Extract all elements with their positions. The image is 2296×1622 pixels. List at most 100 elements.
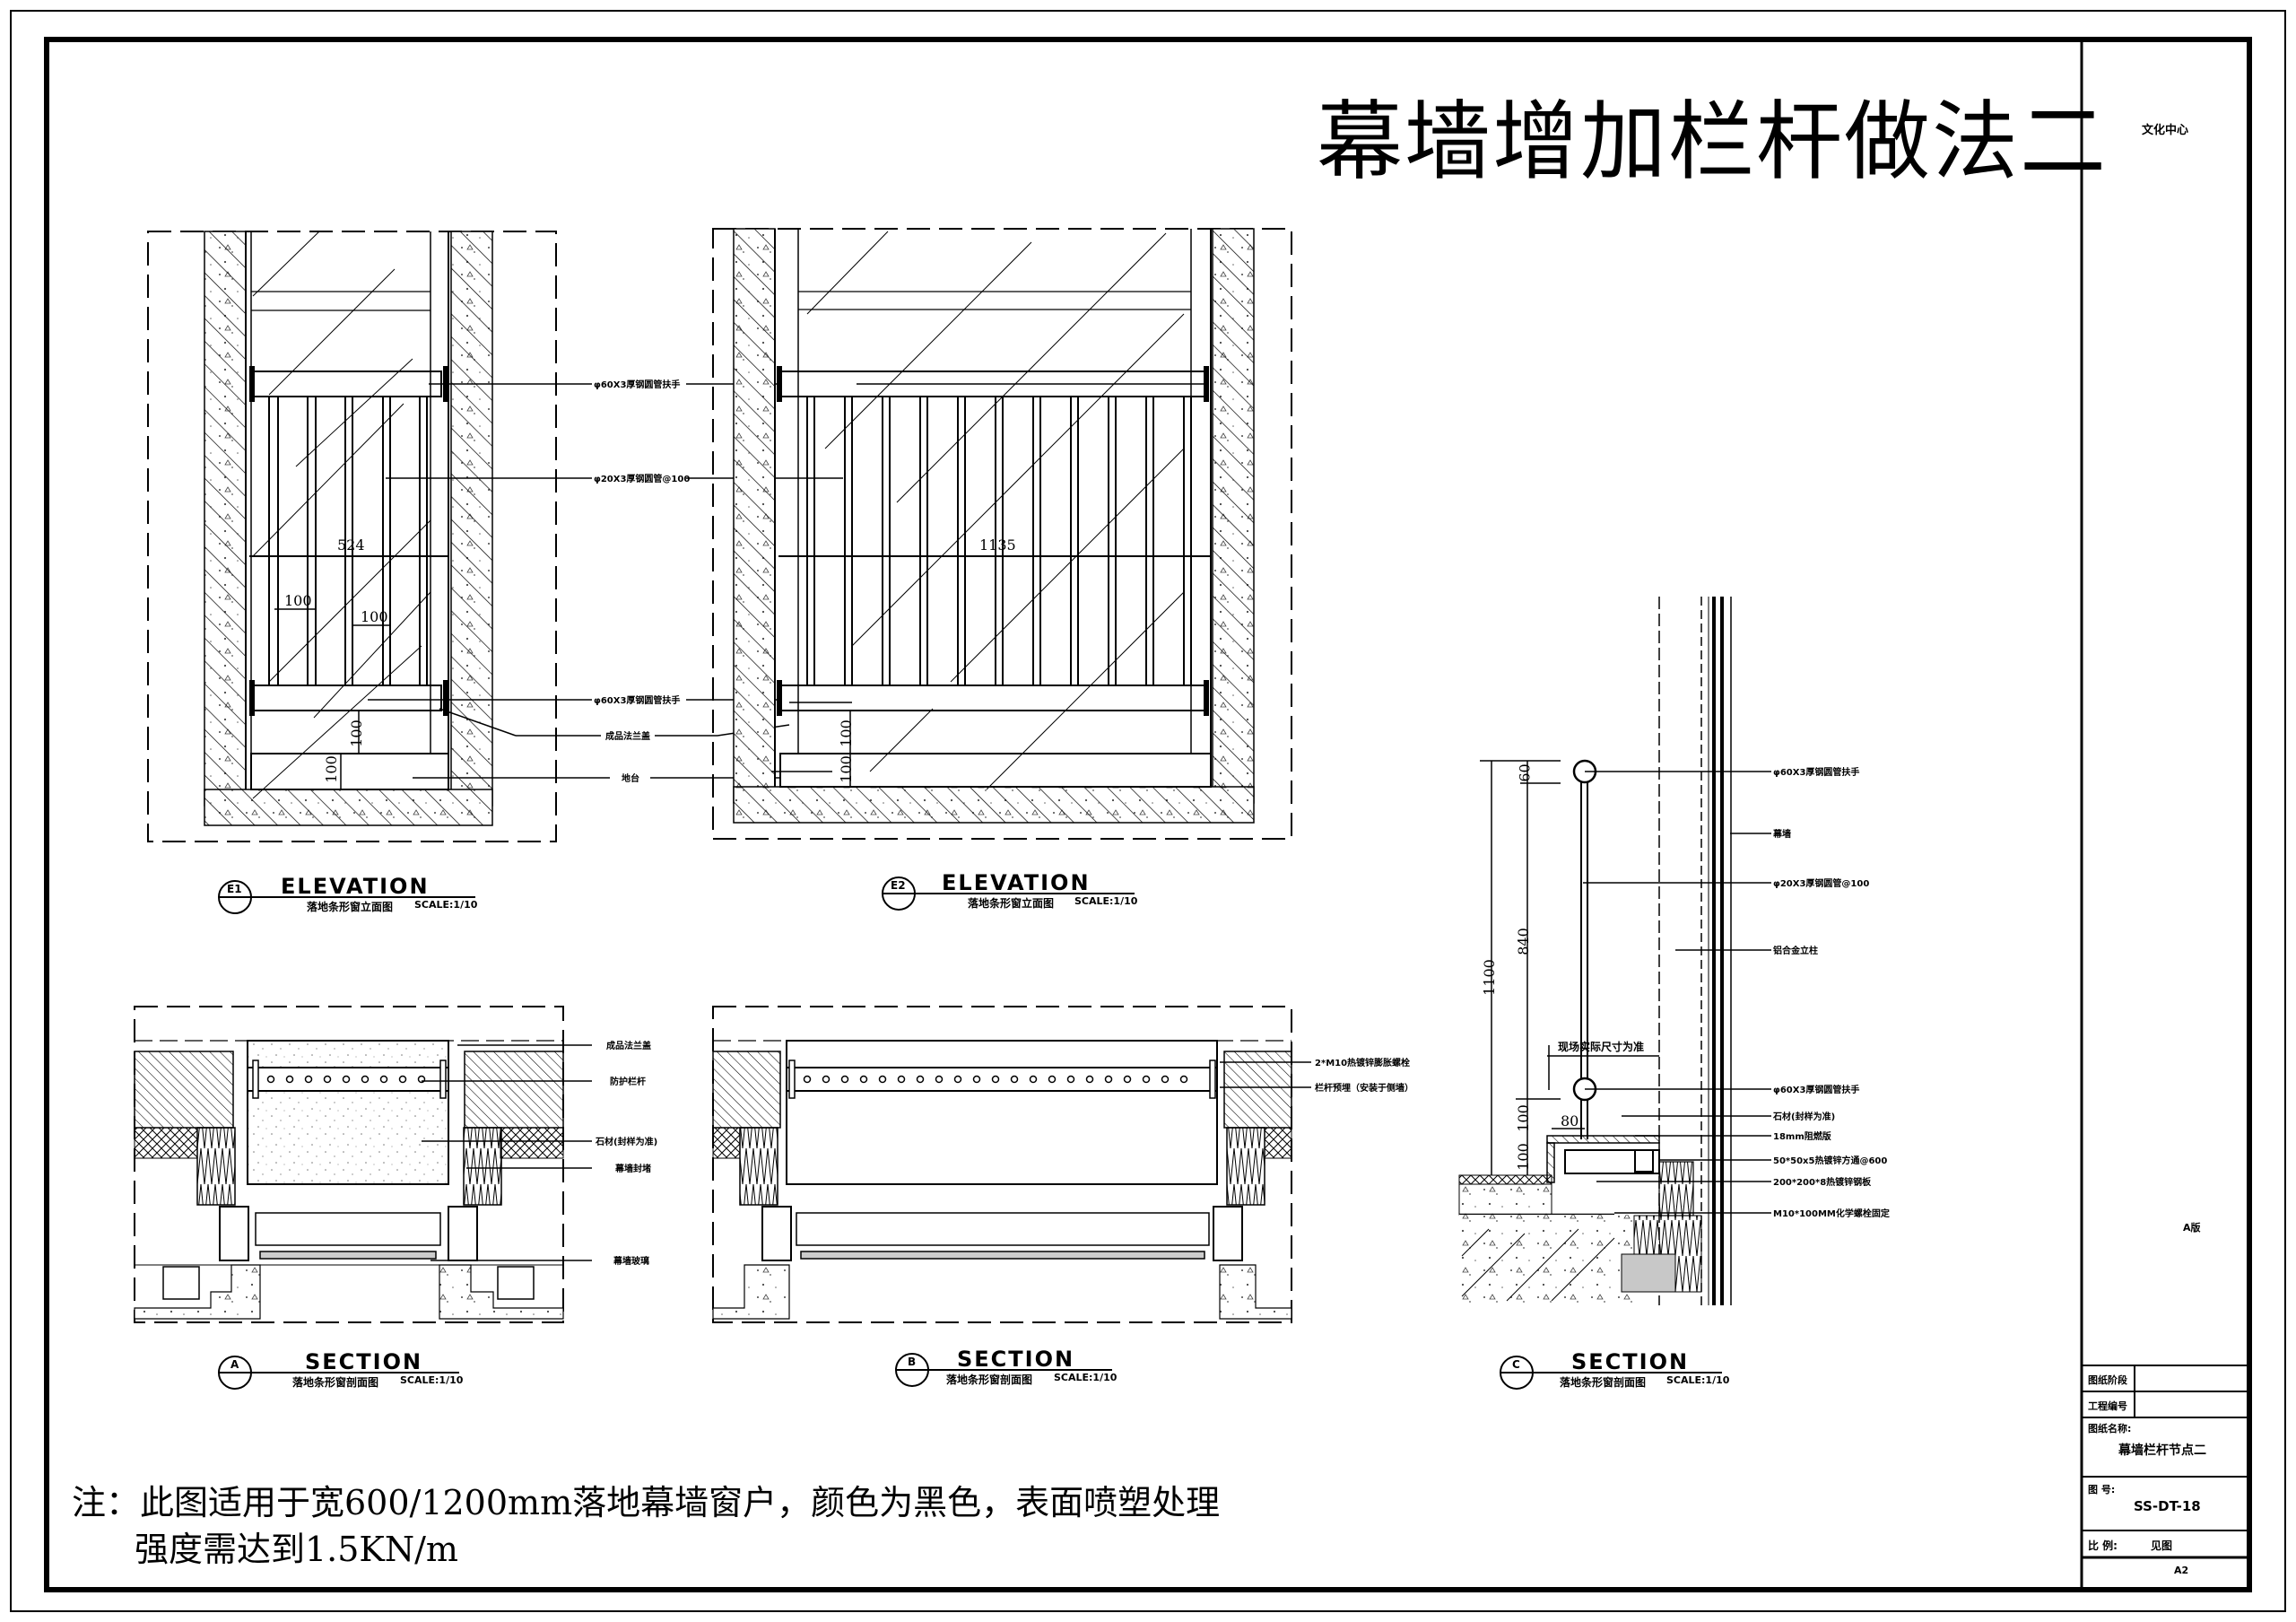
view-subtitle: 落地条形窗剖面图	[292, 1376, 379, 1389]
bolt-hole	[379, 1075, 388, 1084]
dim-e1-width: 524	[337, 536, 365, 554]
view-tag: A	[230, 1358, 239, 1371]
callout-c-handrail-top: φ60X3厚钢圆管扶手	[1773, 768, 1860, 778]
dim-e2-v-upper: 100	[837, 719, 855, 747]
bolt-hole	[285, 1075, 294, 1084]
bolt-hole	[972, 1075, 981, 1084]
note-line-2: 强度需达到1.5KN/m	[135, 1530, 458, 1569]
bolt-hole	[1123, 1075, 1132, 1084]
view-scale: SCALE:1/10	[400, 1374, 464, 1386]
dim-c-site-note: 现场实际尺寸为准	[1558, 1041, 1645, 1053]
callout-handrail-bottom: φ60X3厚钢圆管扶手	[594, 696, 681, 706]
dim-e2-width: 1135	[979, 536, 1016, 554]
bolt-hole	[1010, 1075, 1019, 1084]
callout-stone: 石材(封样为准)	[596, 1138, 658, 1147]
callout-c-alu-mullion: 铝合金立柱	[1773, 946, 1818, 956]
view-tags	[218, 876, 1722, 1390]
version-mark: A版	[2183, 1222, 2201, 1234]
callout-c-baluster: φ20X3厚钢圆管@100	[1773, 879, 1870, 889]
callout-embedded-rail: 栏杆预埋（安装于侧墙）	[1315, 1084, 1413, 1094]
drawing-no-value: SS-DT-18	[2134, 1498, 2201, 1514]
view-scale: SCALE:1/10	[1666, 1374, 1730, 1386]
outer-border	[10, 10, 2286, 1612]
bolt-hole	[361, 1075, 370, 1084]
callout-guardrail: 防护栏杆	[610, 1077, 646, 1087]
view-scale: SCALE:1/10	[1074, 895, 1138, 907]
section-a	[134, 1006, 592, 1323]
scale-value: 见图	[2151, 1539, 2173, 1552]
project-name: 文化中心	[2142, 124, 2189, 137]
view-subtitle: 落地条形窗立面图	[307, 901, 394, 913]
dim-e2-v-lower: 100	[837, 755, 855, 783]
bolt-hole	[1048, 1075, 1057, 1084]
dim-c-top: 60	[1516, 763, 1534, 782]
view-tag: C	[1512, 1358, 1520, 1371]
callout-baluster: φ20X3厚钢圆管@100	[594, 475, 691, 484]
bolt-hole	[1085, 1075, 1094, 1084]
bolt-hole	[1142, 1075, 1151, 1084]
callout-c-handrail-bottom: φ60X3厚钢圆管扶手	[1773, 1086, 1860, 1095]
callout-expansion-bolt: 2*M10热镀锌膨胀螺栓	[1315, 1059, 1411, 1068]
view-scale: SCALE:1/10	[414, 899, 478, 911]
view-scale: SCALE:1/10	[1054, 1372, 1118, 1383]
dim-e1-spacing-b: 100	[361, 608, 388, 625]
view-tag: E1	[227, 883, 242, 895]
bolt-hole	[822, 1075, 831, 1084]
callout-flange-cover: 成品法兰盖	[606, 1042, 651, 1051]
bolt-hole	[1104, 1075, 1113, 1084]
drawing-no-label: 图 号:	[2088, 1484, 2116, 1496]
bolt-hole	[840, 1075, 849, 1084]
view-tag: B	[908, 1356, 917, 1368]
callout-cw-glass: 幕墙玻璃	[613, 1257, 649, 1267]
section-c	[1458, 597, 1771, 1305]
view-subtitle: 落地条形窗剖面图	[946, 1373, 1033, 1386]
bolt-hole	[323, 1075, 332, 1084]
callout-c-square-tube: 50*50x5热镀锌方通@600	[1773, 1156, 1888, 1166]
e2-balusters	[806, 397, 1192, 685]
drawing-name-value: 幕墙栏杆节点二	[2118, 1443, 2206, 1458]
bolt-hole	[916, 1075, 925, 1084]
view-type: SECTION	[957, 1347, 1075, 1372]
callout-cw-seal: 幕墙封堵	[615, 1164, 651, 1174]
bolt-hole	[991, 1075, 1000, 1084]
bolt-hole	[398, 1075, 407, 1084]
view-type: ELEVATION	[942, 870, 1091, 895]
bolt-hole	[897, 1075, 906, 1084]
dim-e1-v-lower: 100	[322, 755, 340, 783]
title-block-grid	[2082, 1365, 2249, 1559]
bolt-hole	[1179, 1075, 1188, 1084]
elevation-e2	[712, 228, 1292, 840]
elevation-e1	[147, 231, 843, 842]
stage-label: 图纸阶段	[2088, 1374, 2127, 1386]
callout-c-stone: 石材(封样为准)	[1773, 1112, 1836, 1122]
paper-size: A2	[2174, 1565, 2189, 1576]
bolt-hole	[342, 1075, 351, 1084]
dim-c-mid: 840	[1514, 928, 1532, 955]
callout-c-chem-bolt: M10*100MM化学螺栓固定	[1773, 1209, 1890, 1219]
callout-flange-cover: 成品法兰盖	[605, 732, 650, 742]
view-subtitle: 落地条形窗立面图	[968, 897, 1055, 910]
callout-c-fire-board: 18mm阻燃版	[1773, 1132, 1831, 1142]
project-no-label: 工程编号	[2088, 1400, 2127, 1412]
bolt-hole	[1066, 1075, 1075, 1084]
dim-c-80: 80	[1561, 1112, 1579, 1129]
bolt-hole	[878, 1075, 887, 1084]
bolt-hole	[1161, 1075, 1170, 1084]
drawing-name-label: 图纸名称:	[2088, 1423, 2132, 1435]
view-subtitle: 落地条形窗剖面图	[1560, 1376, 1647, 1389]
dim-c-total: 1100	[1480, 959, 1498, 996]
note-line-1: 注：此图适用于宽600/1200mm落地幕墙窗户，颜色为黑色，表面喷塑处理	[72, 1483, 1221, 1522]
callout-handrail-top: φ60X3厚钢圆管扶手	[594, 380, 681, 390]
bolt-hole	[935, 1075, 944, 1084]
bolt-hole	[953, 1075, 962, 1084]
callout-platform: 地台	[622, 774, 639, 784]
bolt-hole	[304, 1075, 313, 1084]
view-type: SECTION	[305, 1349, 423, 1374]
view-tag: E2	[891, 879, 906, 892]
callout-c-steel-plate: 200*200*8热镀锌钢板	[1773, 1178, 1872, 1188]
dim-c-100b: 100	[1514, 1143, 1532, 1171]
bolt-hole	[1029, 1075, 1038, 1084]
bolt-hole	[803, 1075, 812, 1084]
dim-c-100a: 100	[1514, 1104, 1532, 1132]
